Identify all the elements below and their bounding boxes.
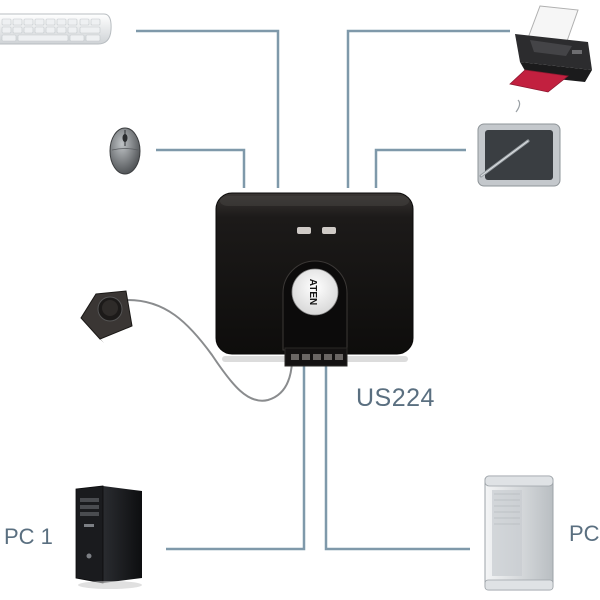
remote-port-selector-icon — [80, 290, 133, 343]
mouse-icon — [109, 127, 141, 175]
printer-icon — [509, 5, 592, 93]
brand-logo-text: ATEN — [307, 279, 318, 305]
pc2-cable — [324, 366, 470, 551]
drawing-tablet-icon — [477, 99, 561, 187]
device-model-label: US224 — [356, 384, 435, 412]
tablet-cable — [374, 148, 466, 188]
pc2-tower-icon — [484, 475, 554, 591]
keyboard-icon — [0, 13, 112, 45]
aten-logo-button[interactable] — [291, 268, 339, 316]
mouse-cable — [156, 148, 246, 188]
pc1-cable — [166, 366, 306, 551]
cables — [136, 29, 510, 551]
printer-cable — [346, 29, 510, 188]
pc1-tower-icon — [75, 485, 142, 589]
usb-switch-device: ATEN — [215, 192, 414, 367]
remote-cable — [127, 299, 293, 402]
pc2-label: PC — [569, 521, 600, 546]
keyboard-cable — [136, 29, 280, 188]
pc1-label: PC 1 — [4, 524, 53, 549]
